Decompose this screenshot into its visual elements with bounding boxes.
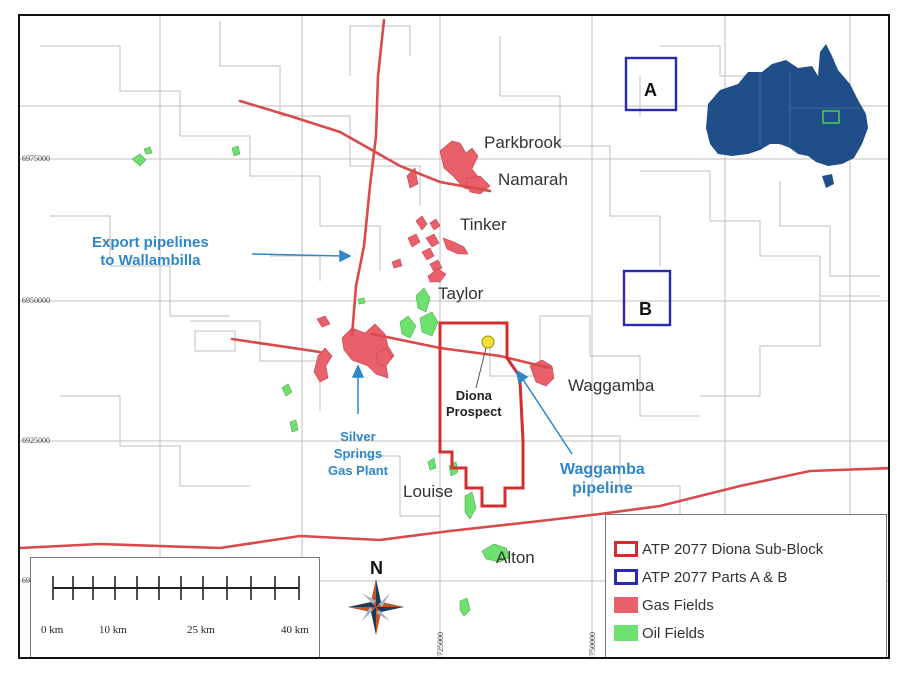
- waggamba-pipeline: [370, 332, 552, 370]
- label-taylor: Taylor: [438, 284, 484, 303]
- label-silver-springs-line1: Silver: [340, 429, 376, 444]
- gas-field-tinker-6: [421, 247, 435, 261]
- legend-label-oil: Oil Fields: [642, 624, 705, 642]
- oil-field-taylor-1: [415, 287, 431, 313]
- legend-label-diona: ATP 2077 Diona Sub-Block: [642, 540, 824, 558]
- gas-field-tinker-9: [427, 268, 447, 283]
- gas-field-tinker-7: [429, 259, 443, 273]
- pipelines: [20, 18, 888, 550]
- oil-field-louise-3: [464, 491, 477, 520]
- diona-leader-line: [475, 347, 487, 389]
- label-diona-line2: Prospect: [446, 404, 502, 419]
- legend: ATP 2077 Diona Sub-Block ATP 2077 Parts …: [605, 514, 887, 657]
- atp-part-b-outline: [622, 269, 672, 327]
- northing-tick-2: 6950000: [22, 296, 50, 305]
- oil-field-louise-1: [427, 457, 437, 471]
- map-canvas: [20, 16, 888, 657]
- label-silver-springs-line3: Gas Plant: [328, 463, 388, 478]
- easting-tick-3: 725000: [436, 632, 445, 656]
- oil-field-3: [231, 145, 241, 157]
- legend-item-diona: ATP 2077 Diona Sub-Block: [614, 539, 823, 559]
- northing-tick-1: 6975000: [22, 154, 50, 163]
- oil-field-6: [459, 597, 471, 617]
- scale-label-10: 10 km: [99, 624, 127, 636]
- gas-field-tinker-5: [442, 237, 469, 255]
- label-waggamba-pipeline: Waggamba pipeline: [560, 460, 645, 498]
- oil-field-2: [143, 146, 153, 155]
- legend-item-gas: Gas Fields: [614, 595, 714, 615]
- label-silver-springs: Silver Springs Gas Plant: [328, 428, 388, 479]
- export-pipeline-north: [350, 18, 386, 338]
- map-frame: Parkbrook Namarah Tinker Taylor Waggamba…: [18, 14, 890, 659]
- legend-item-oil: Oil Fields: [614, 623, 705, 643]
- label-parkbrook: Parkbrook: [484, 133, 562, 152]
- label-export-pipelines: Export pipelines to Wallambilla: [92, 234, 209, 270]
- scale-label-40: 40 km: [281, 624, 309, 636]
- gas-field-tinker-3: [407, 233, 421, 248]
- oil-field-alton: [481, 543, 511, 563]
- tasmania-shape: [822, 174, 834, 188]
- label-waggamba: Waggamba: [568, 376, 655, 395]
- label-waggamba-pipeline-line1: Waggamba: [560, 461, 645, 478]
- easting-tick-4: 750000: [588, 632, 597, 656]
- legend-swatch-gas: [614, 597, 638, 613]
- label-part-b: B: [639, 299, 652, 319]
- label-silver-springs-line2: Springs: [333, 446, 383, 461]
- scale-bar: 0 km 10 km 25 km 40 km: [30, 557, 320, 657]
- oil-field-4: [281, 383, 293, 397]
- legend-swatch-diona: [614, 541, 638, 557]
- label-export-pipelines-line2: to Wallambilla: [100, 252, 201, 269]
- legend-item-parts-ab: ATP 2077 Parts A & B: [614, 567, 787, 587]
- oil-field-5: [289, 419, 299, 433]
- northeast-pipeline: [238, 99, 492, 193]
- gas-field-tinker-1: [415, 215, 428, 231]
- scale-label-0: 0 km: [41, 624, 64, 636]
- inset-location-box: [822, 110, 840, 124]
- label-part-a: A: [644, 80, 657, 100]
- label-waggamba-pipeline-line2: pipeline: [572, 480, 633, 497]
- gas-field-silver-springs-3: [316, 315, 331, 328]
- west-pipeline: [230, 337, 322, 354]
- label-export-pipelines-line1: Export pipelines: [92, 234, 209, 251]
- label-namarah: Namarah: [498, 170, 568, 189]
- northing-tick-3: 6925000: [22, 436, 50, 445]
- gas-field-silver-springs-4: [375, 347, 393, 367]
- diona-prospect-marker: [481, 335, 495, 349]
- southern-pipeline: [20, 466, 888, 550]
- atp-part-a-outline: [624, 56, 678, 112]
- label-diona-prospect: Diona Prospect: [446, 388, 502, 420]
- diona-sub-block: [438, 321, 525, 508]
- oil-field-taylor-2: [399, 315, 417, 339]
- legend-swatch-oil: [614, 625, 638, 641]
- gas-field-tinker-2: [429, 218, 441, 231]
- label-diona-line1: Diona: [455, 388, 492, 403]
- australia-shape: [706, 44, 868, 166]
- gas-field-silver-springs-2: [313, 347, 333, 383]
- scale-bar-graphic: [52, 576, 300, 600]
- north-label: N: [370, 558, 383, 578]
- north-arrow-icon: [348, 579, 404, 635]
- scale-label-25: 25 km: [187, 624, 215, 636]
- oil-fields: [131, 145, 511, 617]
- oil-field-taylor-3: [419, 311, 439, 337]
- label-louise: Louise: [403, 482, 454, 501]
- gas-field-tinker-8: [391, 258, 403, 269]
- australia-inset: [706, 44, 868, 188]
- legend-label-parts-ab: ATP 2077 Parts A & B: [642, 568, 788, 586]
- gas-fields: [313, 140, 555, 387]
- gas-field-tinker-4: [425, 233, 440, 248]
- legend-label-gas: Gas Fields: [642, 596, 714, 614]
- oil-field-1: [131, 153, 147, 167]
- annotation-arrows: [251, 249, 573, 455]
- oil-field-taylor-4: [357, 297, 366, 305]
- legend-swatch-parts-ab: [614, 569, 638, 585]
- label-alton: Alton: [496, 548, 535, 567]
- label-tinker: Tinker: [460, 215, 507, 234]
